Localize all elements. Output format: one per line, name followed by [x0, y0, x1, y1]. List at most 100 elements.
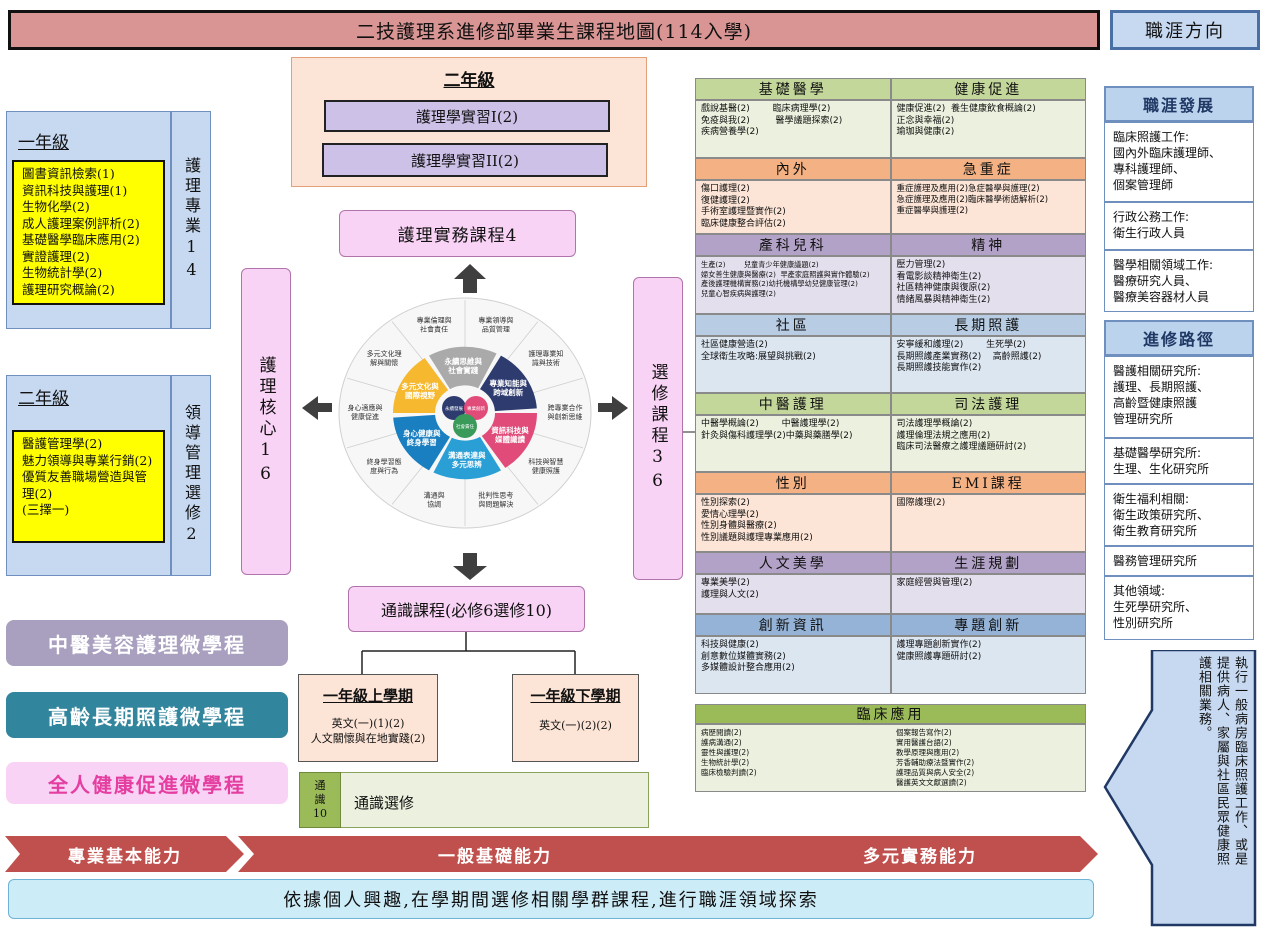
- wheel-inner-label: 資訊科技與: [491, 425, 529, 435]
- advanced-item-4: 醫務管理研究所: [1104, 546, 1254, 576]
- category-body-5-left: 性別探索(2) 愛情心理學(2) 性別身體與醫療(2) 性別議題與護理專業應用(…: [695, 494, 891, 552]
- year1-side-label-box: 護理專業14: [171, 111, 211, 329]
- elective-label: 選修課程36: [647, 362, 668, 495]
- wheel-outer-label: 批判性思考: [478, 490, 513, 499]
- list-item: 生物化學(2): [22, 199, 90, 214]
- clinical-left-list: 病歷閱讀(2) 護病溝通(2) 靈性與護理(2) 生物統計學(2) 臨床檢驗判讀…: [701, 728, 757, 777]
- year2-practice-title: 二年級: [443, 71, 495, 91]
- category-body-2-right: 壓力管理(2) 看電影談精神衛生(2) 社區精神健康與復原(2) 情緒風暴與精神…: [890, 256, 1086, 314]
- wheel-core-circle: [442, 396, 466, 420]
- year2-title: 二年級: [18, 389, 69, 409]
- wheel-inner-label: 社會實踐: [447, 365, 478, 375]
- elective-box: 選修課程36: [633, 277, 683, 580]
- category-title-7-right: 專題創新: [890, 614, 1086, 636]
- wheel-inner-label: 專業知能與: [490, 378, 528, 388]
- category-title-1-left: 內外: [695, 158, 891, 180]
- career-direction-title: 職涯方向: [1110, 10, 1260, 50]
- career-development-title: 職涯發展: [1104, 86, 1254, 122]
- wheel-inner-label: 溝通表達與: [448, 450, 486, 460]
- category-title-3-right: 長期照護: [890, 314, 1086, 336]
- category-title-7-left: 創新資訊: [695, 614, 891, 636]
- page-title: 二技護理系進修部畢業生課程地圖(114入學): [8, 10, 1100, 50]
- category-body-6-left: 專業美學(2) 護理與人文(2): [695, 574, 891, 614]
- micro-program-tcm: 中醫美容護理微學程: [6, 620, 288, 666]
- wheel-inner-segment: [429, 346, 497, 390]
- ability-label-3: 多元實務能力: [863, 846, 977, 867]
- category-body-7-right: 護理專題創新實作(2) 健康照護專題研討(2): [890, 636, 1086, 694]
- career-dev-item-1: 臨床照護工作: 國內外臨床護理師、 專科護理師、 個案管理師: [1104, 122, 1254, 202]
- ability-label-1: 專業基本能力: [68, 846, 182, 867]
- wheel-outer-label: 護理專業知: [528, 349, 563, 358]
- wheel-outer-label: 終身學習態: [367, 457, 402, 466]
- list-item: 圖書資訊檢索(1): [22, 166, 115, 181]
- category-title-4-left: 中醫護理: [695, 393, 891, 415]
- practice-course-box: 護理實務課程4: [339, 210, 576, 257]
- list-item: 資訊科技與護理(1): [22, 182, 128, 198]
- down-arrow-icon: [453, 553, 487, 580]
- semester-1-box: 一年級上學期 英文(一)(1)(2) 人文關懷與在地實踐(2): [298, 674, 438, 762]
- micro-program-holistic: 全人健康促進微學程: [6, 762, 288, 804]
- category-body-4-right: 司法護理學概論(2) 護理倫理法規之應用(2) 臨床司法醫療之護理議題研討(2): [890, 415, 1086, 472]
- wheel-inner-label: 身心健康與: [403, 428, 441, 438]
- category-title-1-right: 急重症: [890, 158, 1086, 180]
- nursing-core-label: 護理核心16: [255, 355, 276, 488]
- career-dev-item-2: 行政公務工作: 衛生行政人員: [1104, 202, 1254, 250]
- wheel-inner-label: 終身學習: [407, 437, 437, 447]
- category-body-1-left: 傷口護理(2) 復健護理(2) 手術室護理暨實作(2) 臨床健康整合評估(2): [695, 180, 891, 234]
- advanced-item-3: 衛生福利相關: 衛生政策研究所、 衛生教育研究所: [1104, 484, 1254, 546]
- wheel-core: 永續發展專業創新社會責任: [442, 396, 488, 438]
- ability-chevron-2: [238, 836, 756, 872]
- wheel-outer-label: 品質管理: [482, 325, 510, 334]
- clinical-right-list: 個案報告寫作(2) 實用醫護台語(2) 教學原理與應用(2) 芳香輔助療法暨實作…: [896, 728, 975, 787]
- advanced-item-5: 其他領域: 生死學研究所、 性別研究所: [1104, 576, 1254, 640]
- wheel-inner-segment: [393, 358, 449, 413]
- category-title-6-left: 人文美學: [695, 552, 891, 574]
- general-course-box: 通識課程(必修6選修10): [348, 586, 585, 632]
- category-title-6-right: 生涯規劃: [890, 552, 1086, 574]
- competency-wheel: 專業領導與品質管理護理專業知識與技術跨專業合作與創新思維科技與智慧健康照護批判性…: [338, 297, 592, 529]
- advanced-study-title: 進修路徑: [1104, 320, 1254, 356]
- wheel-inner-segment: [433, 436, 501, 480]
- wheel-inner-segment: [481, 413, 537, 468]
- wheel-inner-segment: [393, 414, 450, 471]
- semester-2-title: 一年級下學期: [530, 687, 621, 705]
- wheel-core-circle: [453, 414, 477, 438]
- right-arrow-icon: [598, 396, 628, 420]
- list-item: 實證護理(2): [22, 248, 90, 264]
- advanced-item-1: 醫護相關研究所: 護理、長期照護、 高齡暨健康照護 管理研究所: [1104, 356, 1254, 438]
- wheel-inner-label: 多元思辨: [452, 459, 482, 469]
- general-elective-box: [299, 772, 649, 828]
- career-dev-item-3: 醫學相關領域工作: 醫療研究人員、 醫療美容器材人員: [1104, 250, 1254, 312]
- list-item: 優質友善職場營造與管理(2): [22, 469, 148, 501]
- list-item: 護理研究概論(2): [22, 281, 115, 297]
- semester-1-body: 英文(一)(1)(2) 人文關懷與在地實踐(2): [310, 717, 426, 745]
- wheel-outer-label: 專業倫理與: [417, 316, 452, 325]
- wheel-outer-label: 解與關懷: [370, 358, 398, 367]
- year1-title: 一年級: [18, 133, 69, 153]
- career-arrow-text: 執行一般病房臨床照護工作、或是提供病人、家屬與社區民眾健康照護相關業務。: [1196, 656, 1247, 866]
- wheel-inner-label: 跨域創新: [493, 387, 523, 397]
- big-left-arrow-icon: [1103, 650, 1257, 927]
- wheel-outer-ring: 專業領導與品質管理護理專業知識與技術跨專業合作與創新思維科技與智慧健康照護批判性…: [338, 297, 592, 529]
- general-elective-title: 通識選修: [354, 794, 415, 812]
- micro-program-longterm: 高齡長期照護微學程: [6, 692, 288, 738]
- category-body-4-left: 中醫學概論(2) 中醫護理學(2) 針灸與傷科護理學(2)中藥與藥膳學(2): [695, 415, 891, 472]
- category-body-3-right: 安寧緩和護理(2) 生死學(2) 長期照護產業實務(2) 高齡照護(2) 長期照…: [890, 336, 1086, 393]
- up-arrow-icon: [454, 264, 486, 293]
- wheel-outer-label: 身心適應與: [348, 403, 383, 412]
- clinical-body: 病歷閱讀(2) 護病溝通(2) 靈性與護理(2) 生物統計學(2) 臨床檢驗判讀…: [695, 724, 1086, 792]
- wheel-outer-label: 識與技術: [532, 358, 560, 367]
- wheel-outer-label: 與問題解決: [478, 499, 513, 508]
- wheel-core-circle: [464, 396, 488, 420]
- year2-course-list: 醫護管理學(2) 魅力領導與專業行銷(2) 優質友善職場營造與管理(2) (三擇…: [12, 430, 165, 543]
- wheel-outer-label: 多元文化理: [367, 349, 402, 358]
- wheel-outer-label: 社會責任: [420, 325, 448, 334]
- wheel-outer-label: 健康照護: [532, 466, 560, 475]
- semester-2-body: 英文(一)(2)(2): [539, 719, 612, 732]
- list-item: 基礎醫學臨床應用(2): [22, 232, 140, 247]
- wheel-inner-label: 媒體識讀: [495, 434, 525, 444]
- footer-banner: 依據個人興趣,在學期間選修相關學群課程,進行職涯領域探索: [8, 879, 1094, 919]
- wheel-inner-segment: [480, 355, 537, 412]
- category-title-2-right: 精神: [890, 234, 1086, 256]
